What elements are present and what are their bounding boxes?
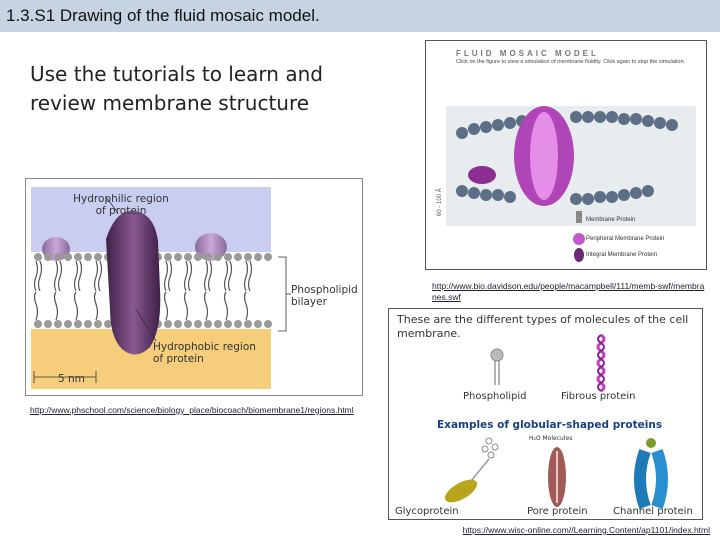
intro-text: Use the tutorials to learn and review me…: [30, 62, 323, 115]
label-channel: Channel protein: [613, 506, 693, 517]
membrane-diagram-left: Hydrophilic region of protein Phospholip…: [25, 178, 363, 396]
membrane-3d-illustration: [446, 106, 696, 262]
molecule-types-figure: These are the different types of molecul…: [388, 308, 703, 520]
label-h2o: H₂O Molecules: [529, 435, 573, 442]
label-fibrous: Fibrous protein: [561, 391, 636, 402]
legend-membrane-protein: Membrane Protein: [586, 217, 636, 223]
br-heading: These are the different types of molecul…: [397, 313, 689, 340]
slide-title: 1.3.S1 Drawing of the fluid mosaic model…: [6, 6, 320, 25]
label-scale: 5 nm: [58, 373, 85, 385]
phschool-link[interactable]: http://www.phschool.com/science/biology_…: [30, 405, 354, 415]
label-pore: Pore protein: [527, 506, 588, 517]
label-hydrophobic: Hydrophobic region of protein: [153, 341, 256, 365]
title-bar: 1.3.S1 Drawing of the fluid mosaic model…: [0, 0, 720, 32]
tr-title: FLUID MOSAIC MODEL: [456, 49, 599, 58]
label-bilayer: Phospholipid bilayer: [291, 284, 358, 308]
molecule-illustrations: [444, 333, 668, 510]
membrane-illustration: [31, 187, 291, 389]
label-phospholipid: Phospholipid: [463, 391, 527, 402]
davidson-link[interactable]: http://www.bio.davidson.edu/people/macam…: [432, 281, 705, 302]
legend-peripheral: Peripheral Membrane Protein: [586, 236, 665, 242]
legend-integral: Integral Membrane Protein: [586, 252, 658, 258]
fluid-mosaic-model-figure[interactable]: FLUID MOSAIC MODEL Click on the figure t…: [425, 40, 707, 270]
wisc-online-link[interactable]: https://www.wisc-online.com//Learning.Co…: [462, 525, 710, 535]
label-glycoprotein: Glycoprotein: [395, 506, 459, 517]
label-hydrophilic: Hydrophilic region of protein: [73, 193, 169, 217]
tr-instructions: Click on the figure to view a simulation…: [456, 59, 686, 65]
globular-subheading: Examples of globular-shaped proteins: [437, 419, 663, 431]
